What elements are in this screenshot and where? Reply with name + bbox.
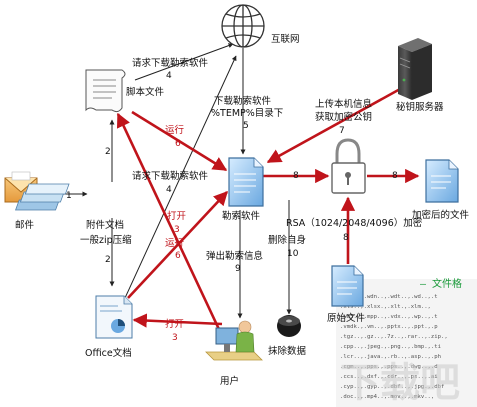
edge-label-popup: 弹出勒索信息 [206,250,263,262]
attachment-stack-icon [15,183,70,211]
edge-label-step: 10 [287,249,299,259]
arrow-run-office [127,190,228,299]
edge-label-step: 8 [343,233,349,243]
edge-label-open: 打开 [167,210,187,222]
original-file-label: 原始文件 [327,312,366,324]
watermark-text: 下载吧 [340,360,460,406]
file-format-line: .lcr..,.java.,.rb..,.asp..,.ph [340,354,441,360]
edge-label-step: 2 [105,255,111,265]
script-scroll-icon [85,69,126,113]
zip-label: 一般zip压缩 [80,234,132,246]
office-document-icon [95,295,133,339]
edge-label-rsa: RSA（1024/2048/4096）加密 [286,217,423,229]
arrow-user-open-office [132,313,223,328]
node-labels: 互联网 邮件 脚本文件 附件文档 一般zip压缩 Office文档 勒索软件 秘… [15,34,470,387]
encrypted-file-label: 加密后的文件 [412,209,470,221]
edge-label-upload: 上传本机信息 [315,98,372,110]
edge-label-step: 6 [175,251,181,261]
arrow-run-script [131,110,228,172]
edge-label-temp-dir: %TEMP%目录下 [211,108,283,119]
file-format-line: .cgm..,.pps.,.pps..,.dwg..,.d [340,364,438,370]
edge-label-step: 9 [235,264,241,274]
arrow-script-to-internet [134,43,234,81]
edge-label-step: 6 [175,139,181,149]
ransomware-label: 勒索软件 [222,210,261,222]
encrypted-file-icon [425,159,459,203]
edge-label-delete-self: 删除自身 [268,234,306,246]
edge-label-request-download: 请求下载勒索软件 [132,170,209,182]
edge-label-step: 4 [166,71,172,81]
file-format-line: .cyp..,.gyp..,.dbf..,.jpg.,.dbf [340,384,444,390]
edge-label-step: 8 [293,171,299,181]
edge-label-step: 7 [339,126,345,136]
lock-icon [331,138,366,194]
key-server-label: 秘钥服务器 [396,101,444,113]
file-format-line: .tgz..,.gz..,.7z..,.rar..,.zip., [340,334,448,340]
red-arrows [116,76,421,341]
edge-label-get-key: 获取加密公钥 [315,111,372,123]
edge-label-open: 打开 [165,318,185,330]
file-format-list: .wdu..,.wdn..,.wdt..,.wd..,.t .xls..,.xl… [340,294,448,400]
script-file-label: 脚本文件 [126,86,165,98]
file-format-line: .wb3..,.mpp..,.vdx..,.wp..,.t [340,314,438,320]
original-file-icon [331,265,364,307]
edge-label-request-download: 请求下载勒索软件 [132,57,209,69]
file-format-line: .wdu..,.wdn..,.wdt..,.wd..,.t [340,294,438,300]
edge-label-step: 5 [243,121,249,131]
file-format-panel: — 文件格 .wdu..,.wdn..,.wdt..,.wd..,.t .xls… [336,277,477,407]
file-format-line: .vmdk.,.vm..,.pptx..,.ppt.,.p [340,324,438,330]
edge-label-step: 4 [166,185,172,195]
erase-data-label: 抹除数据 [268,345,307,357]
edge-label-run: 运行 [165,237,185,249]
file-format-title: — 文件格 [420,277,462,290]
file-format-line: .doc..,.mp4..,.mov..,.mkv.., [340,394,434,400]
file-format-line: .cpp..,.jpeg.,.png..,.bmp.,.ti [340,344,441,350]
arrow-user-open-script [116,112,226,341]
edge-label-step: 1 [66,191,72,201]
file-format-line: .xls..,.xlsx.,.xlt.,.xlm.., [340,304,431,310]
edge-label-run: 运行 [165,124,185,136]
key-server-icon [398,38,432,100]
ransomware-file-icon [228,157,264,207]
edge-label-step: 8 [392,171,398,181]
edge-label-step: 3 [174,225,180,235]
edge-label-step: 3 [172,333,178,343]
globe-icon [221,4,265,48]
edge-labels: 请求下载勒索软件 4 下载勒索软件 %TEMP%目录下 5 上传本机信息 获取加… [66,57,423,343]
user-computer-icon [205,320,263,361]
arrow-key-server-to-ransomware [266,76,421,164]
file-format-line: .ccs..,.dxf.,.cdr..,.ps..,.ai [340,374,438,380]
edge-label-download: 下载勒索软件 [214,95,272,107]
edge-label-step: 2 [105,147,111,157]
hard-disk-icon [277,315,301,337]
mail-label: 邮件 [15,219,35,231]
user-label: 用户 [220,375,239,387]
arrow-office-to-internet [124,55,237,299]
black-arrows [38,43,292,319]
office-document-label: Office文档 [85,347,132,359]
attachment-label: 附件文档 [86,219,124,231]
internet-label: 互联网 [271,34,300,45]
